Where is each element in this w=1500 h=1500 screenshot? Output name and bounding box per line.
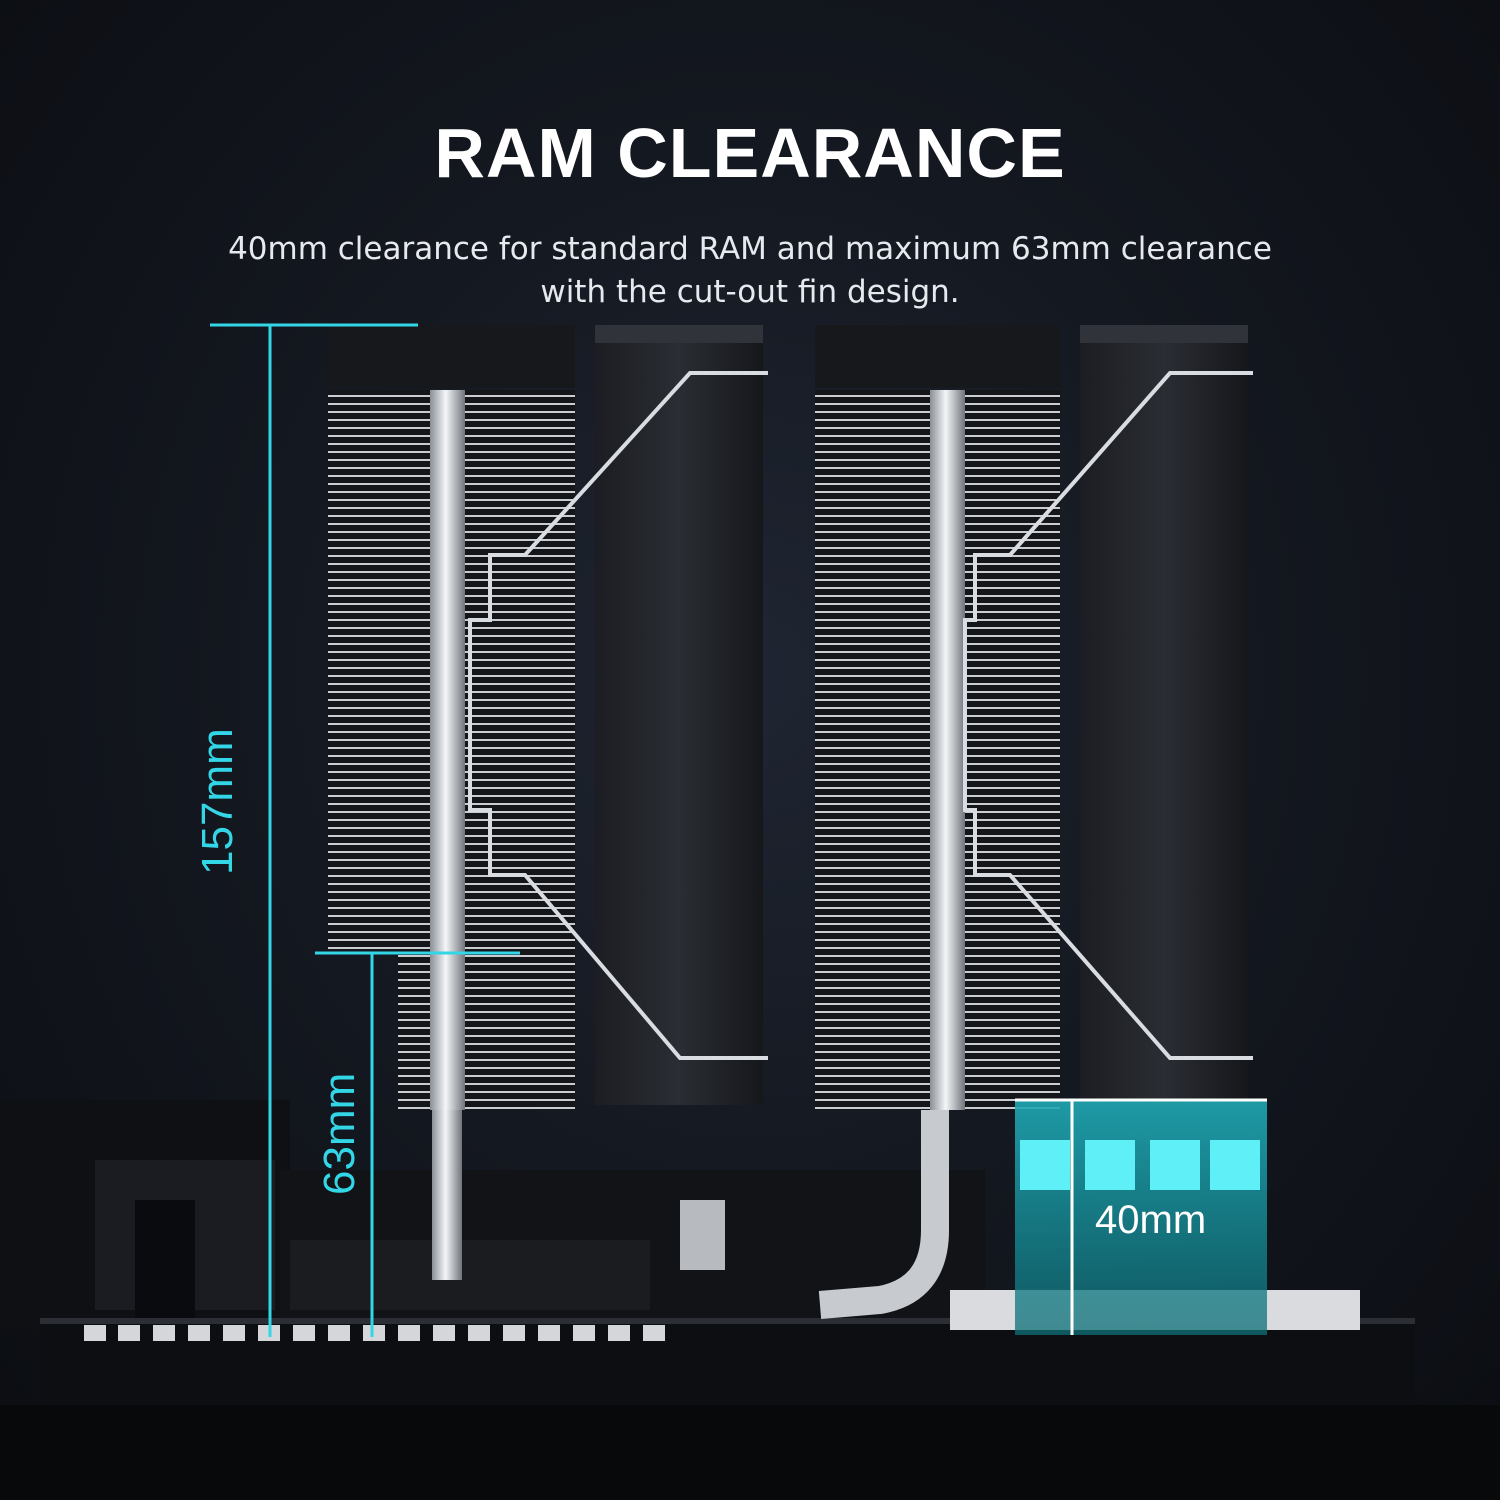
fan-clips [468, 371, 1253, 1060]
page-title: RAM CLEARANCE [434, 114, 1066, 192]
dimension-lines [210, 323, 520, 1337]
right-fin-stack [815, 325, 1060, 1110]
left-fan [595, 325, 763, 1105]
max-ram-clearance-label: 63mm [315, 1072, 364, 1195]
ram-modules [1015, 1098, 1267, 1335]
height-dimension-label: 157mm [193, 728, 242, 875]
heat-pipes [432, 1110, 949, 1319]
page-subtitle: 40mm clearance for standard RAM and maxi… [150, 228, 1350, 314]
socket-pins [84, 1325, 665, 1341]
left-fin-stack [328, 325, 575, 1110]
subtitle-line-2: with the cut-out fin design. [540, 274, 960, 310]
motherboard [0, 1100, 1500, 1500]
standard-ram-clearance-label: 40mm [1095, 1198, 1207, 1242]
right-fan [1080, 325, 1248, 1100]
subtitle-line-1: 40mm clearance for standard RAM and maxi… [228, 231, 1272, 267]
